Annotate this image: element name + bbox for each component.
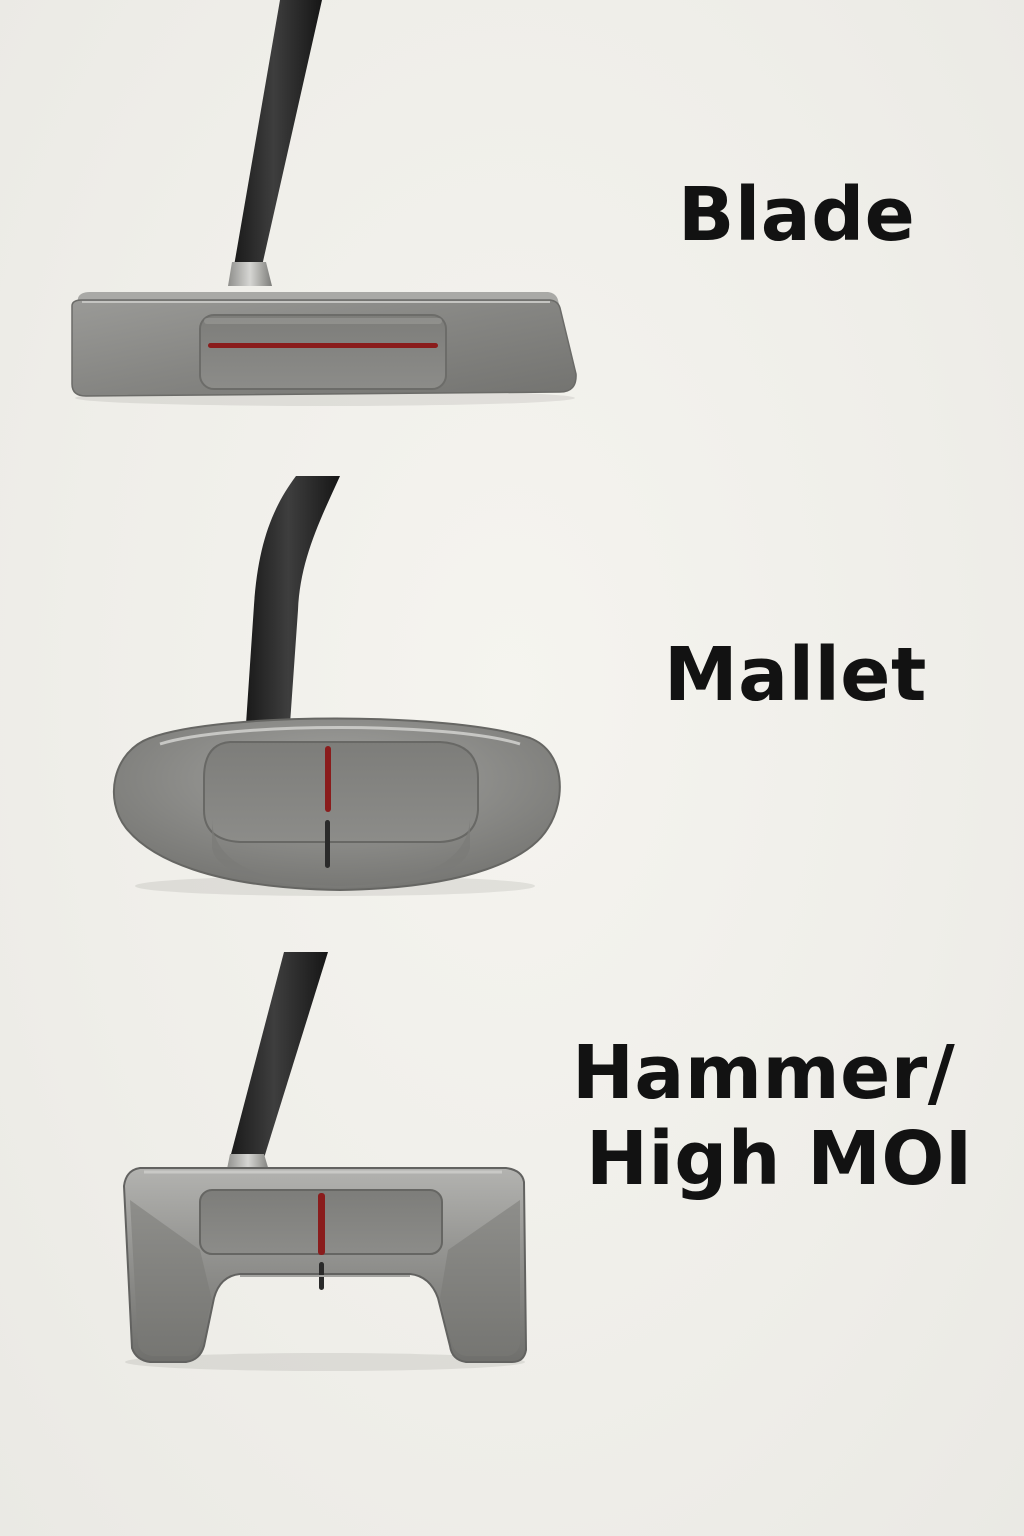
blade-hosel [228,262,272,286]
mallet-shaft [246,476,340,724]
label-mallet: Mallet [664,632,927,718]
hammer-putter [122,952,528,1371]
label-hammer-line-1: Hammer/ [572,1030,956,1116]
label-hammer-line-2: High MOI [586,1116,973,1202]
mallet-cavity [203,741,479,843]
label-hammer-high-moi: Hammer/ High MOI [572,1030,973,1202]
mallet-putter [113,476,561,896]
label-blade: Blade [678,172,916,258]
blade-alignment-line [208,343,438,348]
mallet-alignment-line-dark [325,820,330,868]
hammer-alignment-line-red [318,1193,325,1255]
mallet-alignment-line-red [325,746,331,812]
hammer-shaft [230,952,328,1158]
blade-shaft [234,0,322,266]
blade-cavity [199,314,447,390]
blade-putter [71,0,577,406]
